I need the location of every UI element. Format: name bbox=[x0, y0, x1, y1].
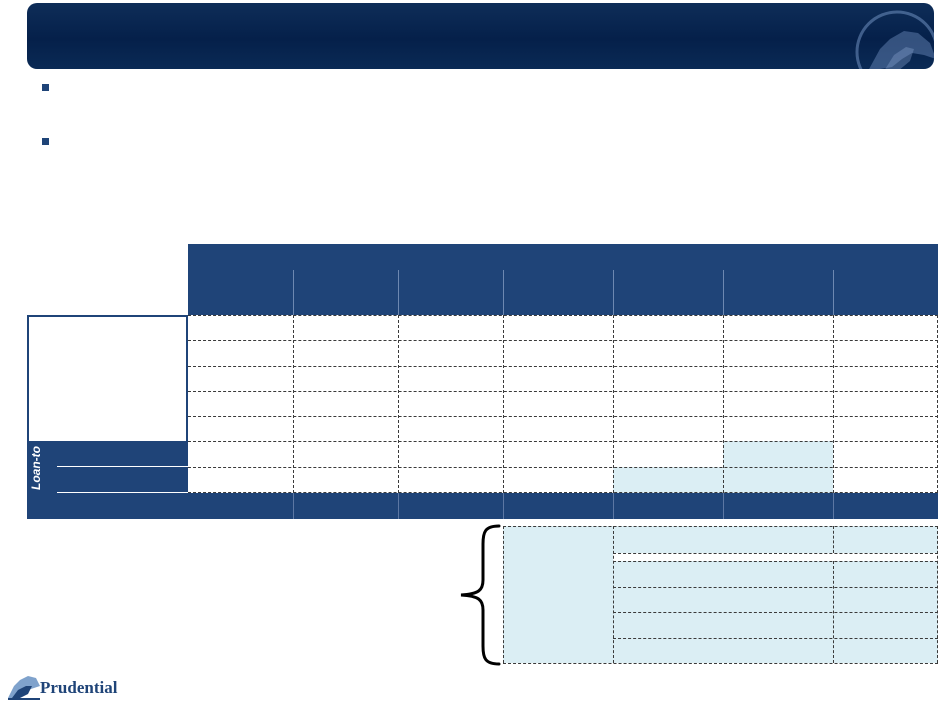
summary-line bbox=[937, 526, 938, 663]
total-divider bbox=[398, 493, 399, 519]
bullet-text-2 bbox=[58, 132, 918, 150]
total-divider bbox=[613, 493, 614, 519]
square-bullet-icon bbox=[42, 84, 49, 91]
grid-col-line bbox=[937, 315, 938, 493]
grid-row-line bbox=[188, 492, 938, 493]
grid-col-line bbox=[613, 315, 614, 493]
summary-line bbox=[613, 561, 938, 562]
summary-line bbox=[613, 638, 938, 639]
grid-col-line bbox=[833, 315, 834, 493]
highlight-cell bbox=[723, 441, 833, 467]
row-label-divider bbox=[57, 466, 188, 467]
grid-col-line bbox=[293, 315, 294, 493]
header-divider bbox=[293, 270, 294, 315]
row-label-panel bbox=[29, 317, 186, 441]
summary-line bbox=[613, 587, 938, 588]
summary-line bbox=[613, 526, 614, 663]
bullet-text-1 bbox=[58, 78, 918, 96]
grid-col-line bbox=[723, 315, 724, 493]
grid-row-line bbox=[188, 391, 938, 392]
summary-line bbox=[833, 526, 834, 553]
total-divider bbox=[293, 493, 294, 519]
column-header-band bbox=[188, 244, 938, 315]
summary-line bbox=[613, 612, 938, 613]
grid-col-line bbox=[398, 315, 399, 493]
header-divider bbox=[398, 270, 399, 315]
header-divider bbox=[723, 270, 724, 315]
grid-row-line bbox=[188, 340, 938, 341]
summary-line bbox=[503, 526, 938, 527]
header-divider bbox=[503, 270, 504, 315]
grid-row-line bbox=[188, 315, 938, 316]
grid-row-line bbox=[188, 467, 938, 468]
header-divider bbox=[613, 270, 614, 315]
grid-row-line bbox=[188, 441, 938, 442]
summary-line bbox=[503, 526, 504, 663]
total-divider bbox=[503, 493, 504, 519]
brand-name: Prudential bbox=[40, 678, 118, 697]
summary-background bbox=[503, 526, 938, 663]
square-bullet-icon bbox=[42, 138, 49, 145]
summary-line bbox=[833, 561, 834, 663]
grid-row-line bbox=[188, 416, 938, 417]
header-divider bbox=[833, 270, 834, 315]
title-bar bbox=[27, 3, 934, 69]
total-row bbox=[188, 493, 938, 519]
row-axis-label: Loan-to bbox=[29, 446, 43, 490]
summary-gap bbox=[613, 553, 938, 561]
total-divider bbox=[833, 493, 834, 519]
summary-line bbox=[503, 663, 938, 664]
row-label-divider bbox=[57, 492, 188, 493]
prudential-rock-icon bbox=[8, 676, 40, 700]
curly-brace-icon bbox=[460, 524, 501, 666]
grid-col-line bbox=[503, 315, 504, 493]
grid-row-line bbox=[188, 366, 938, 367]
total-divider bbox=[723, 493, 724, 519]
rock-of-gibraltar-icon bbox=[855, 10, 934, 69]
summary-line bbox=[613, 553, 938, 554]
